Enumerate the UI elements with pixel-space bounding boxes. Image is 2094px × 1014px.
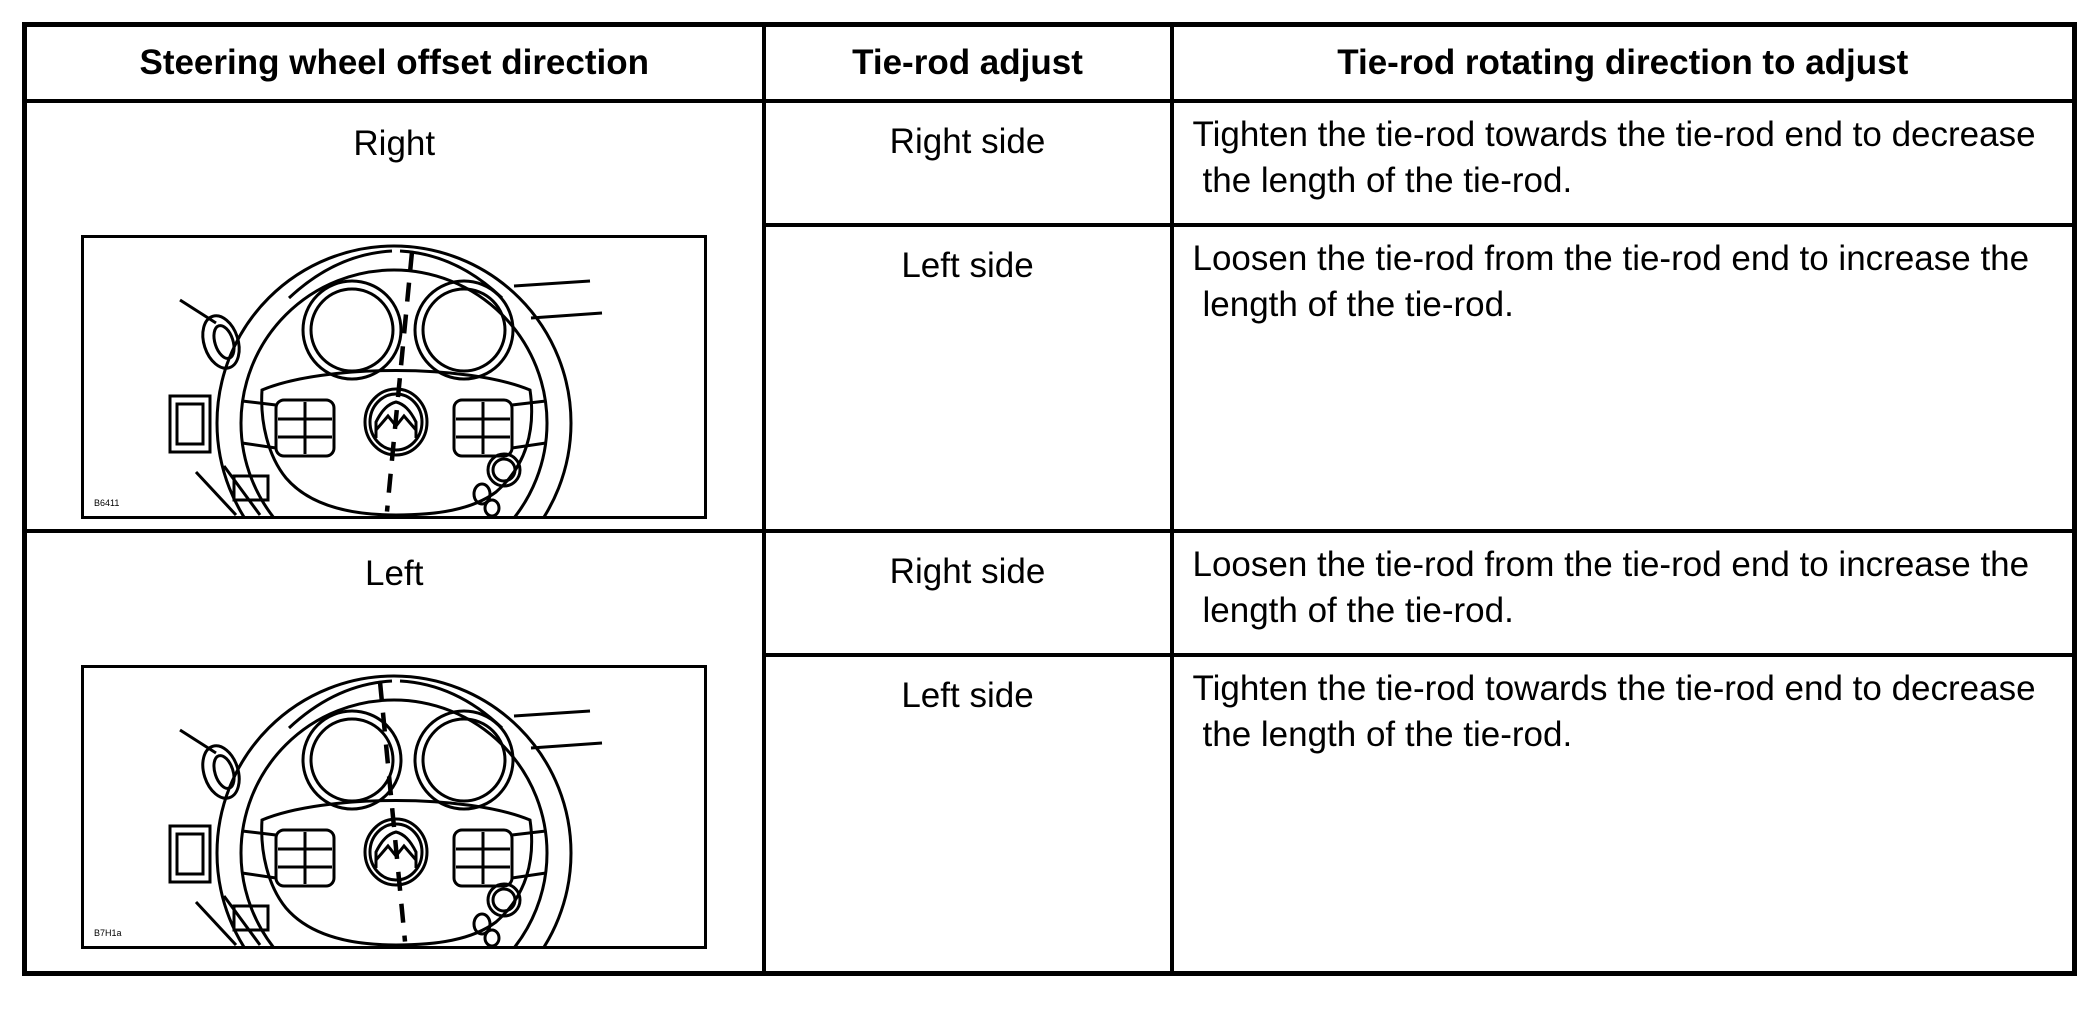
wheel-rim [215,674,573,946]
steering-wheel-figure-left: B7H1a [81,665,708,949]
airbag-hub [242,799,547,946]
col-header-steering-wheel-offset-direction: Steering wheel offset direction [22,22,766,103]
tie-rod-side-cell: Left side [761,653,1174,975]
offset-direction-label: Left [365,554,424,593]
col-header-tie-rod-rotating-direction: Tie-rod rotating direction to adjust [1169,22,2077,103]
table-row: Left side Tighten the tie-rod towards th… [25,653,2077,975]
offset-direction-cell-right: Right [22,99,766,533]
dashboard-background-lines [168,709,603,946]
tie-rod-side-cell: Left side [761,223,1174,533]
steering-wheel-illustration: B7H1a [94,674,603,946]
offset-center-dashed-line [377,680,408,942]
instruction-cell: Loosen the tie-rod from the tie-rod end … [1169,529,2077,657]
table-row: Left [22,529,2077,975]
table-row: Left side Loosen the tie-rod from the ti… [25,223,2077,533]
offset-direction-cell-left: Left [22,529,766,975]
instruction-cell: Tighten the tie-rod towards the tie-rod … [1169,653,2077,975]
steering-wheel-illustration: B6411 [94,244,603,516]
airbag-hub [242,369,547,516]
table-row: Right [22,99,2077,533]
wheel-rim [215,244,573,516]
steering-wheel-figure-right: B6411 [81,235,708,519]
instruction-cell: Tighten the tie-rod towards the tie-rod … [1169,99,2077,227]
instruction-cell: Loosen the tie-rod from the tie-rod end … [1169,223,2077,533]
tie-rod-adjust-table: Steering wheel offset direction Tie-rod … [22,22,2077,976]
figure-code: B6411 [94,498,119,508]
header-row: Steering wheel offset direction Tie-rod … [22,22,2077,103]
offset-center-dashed-line [385,250,415,512]
tie-rod-side-cell: Right side [761,529,1174,657]
col-header-tie-rod-adjust: Tie-rod adjust [761,22,1174,103]
figure-code: B7H1a [94,928,122,938]
tie-rod-side-cell: Right side [761,99,1174,227]
offset-direction-label: Right [353,124,436,163]
